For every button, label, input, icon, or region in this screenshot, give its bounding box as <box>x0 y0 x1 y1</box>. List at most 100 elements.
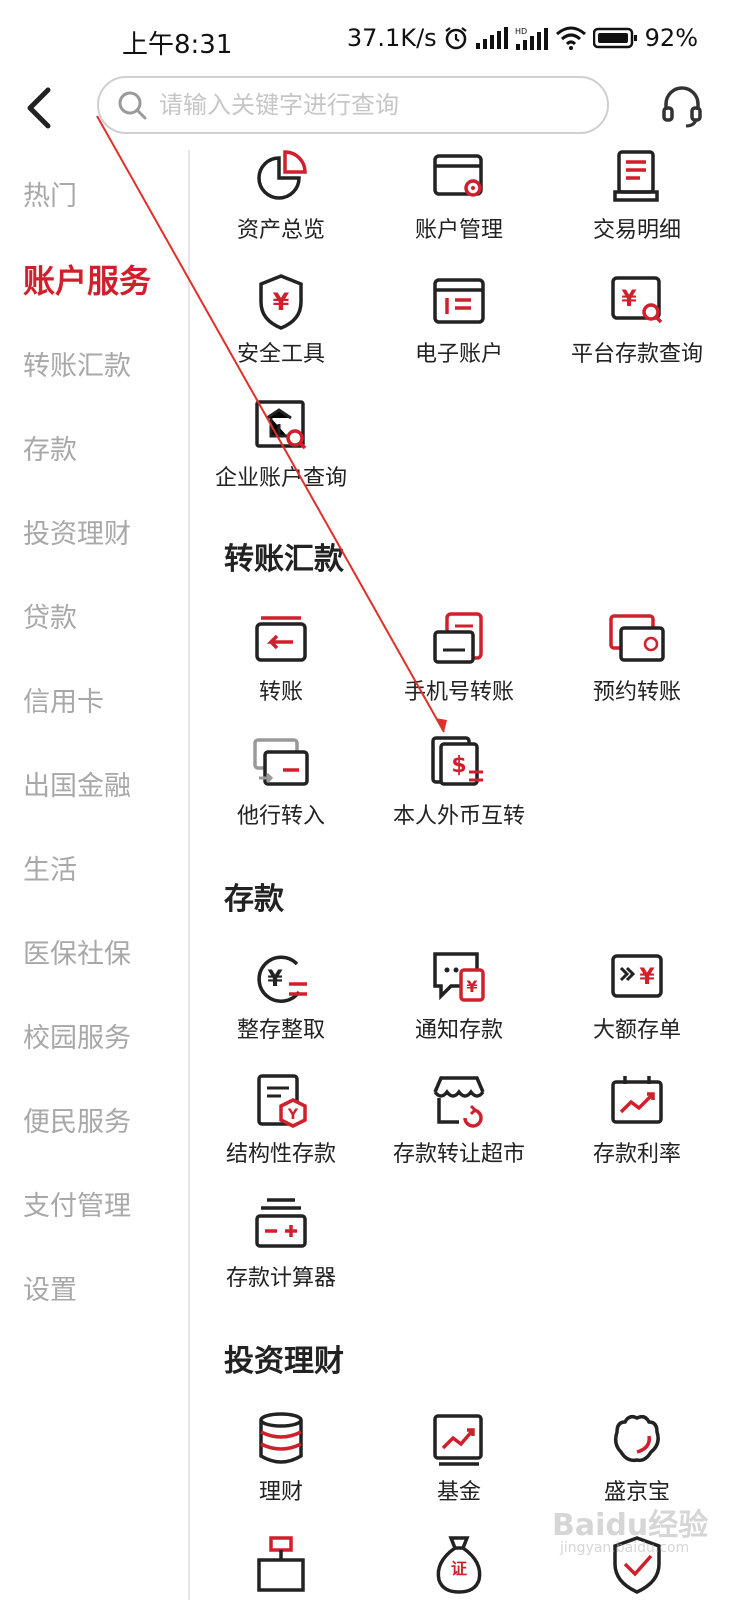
svg-text:证: 证 <box>451 1559 467 1578</box>
tile-fund[interactable]: 基金 <box>370 1410 548 1530</box>
scheduled-transfer-icon <box>609 614 665 662</box>
tile-deposit-calculator[interactable]: 存款计算器 <box>192 1196 370 1316</box>
tile-label: 交易明细 <box>592 218 681 243</box>
sidebar-item-account[interactable]: 账户服务 <box>23 262 152 300</box>
back-button[interactable] <box>20 82 60 130</box>
category-sidebar: 热门 账户服务 转账汇款 存款 投资理财 贷款 信用卡 出国金融 生活 医保社保… <box>0 150 190 1600</box>
search-input[interactable] <box>159 91 579 119</box>
transfer-icon <box>255 616 307 662</box>
tile-label: 存款利率 <box>592 1142 681 1167</box>
headset-icon <box>662 86 702 128</box>
enterprise-search-icon <box>255 400 307 450</box>
tile-scheduled-transfer[interactable]: 预约转账 <box>548 610 726 730</box>
tile-e-account[interactable]: 电子账户 <box>370 272 548 392</box>
svg-text:$: $ <box>451 753 466 778</box>
watermark-logo: Baidu经验 <box>552 1508 709 1543</box>
treasure-icon <box>613 1414 660 1463</box>
tile-label: 他行转入 <box>236 804 325 829</box>
tile-label: 本人外币互转 <box>392 804 525 829</box>
tile-label: 预约转账 <box>592 680 681 705</box>
section-title-deposit: 存款 <box>224 882 284 917</box>
tile-fx-self-transfer[interactable]: $ 本人外币互转 <box>370 734 548 854</box>
tile-label: 结构性存款 <box>225 1142 336 1167</box>
tile-transaction-details[interactable]: 交易明细 <box>548 148 726 268</box>
tile-partial-3[interactable] <box>548 1534 726 1600</box>
tile-label: 转账 <box>258 680 303 705</box>
watermark-url: jingyan.baidu.com <box>560 1540 690 1556</box>
wifi-icon <box>555 26 586 50</box>
sidebar-item-life[interactable]: 生活 <box>23 855 77 886</box>
shield-check-icon <box>613 1536 661 1594</box>
tile-label: 整存整取 <box>236 1018 325 1043</box>
sidebar-item-insurance[interactable]: 医保社保 <box>23 939 131 970</box>
search-bar[interactable] <box>97 76 609 134</box>
tile-fixed-deposit[interactable]: ¥ 整存整取 <box>192 948 370 1068</box>
receipt-icon <box>613 150 659 202</box>
tile-structured-deposit[interactable]: Y 结构性存款 <box>192 1072 370 1192</box>
sidebar-item-credit-card[interactable]: 信用卡 <box>23 687 104 718</box>
sidebar-item-deposit[interactable]: 存款 <box>23 435 77 466</box>
money-bag-icon: 证 <box>436 1536 482 1594</box>
tile-deposit-transfer-market[interactable]: 存款转让超市 <box>370 1072 548 1192</box>
tile-label: 企业账户查询 <box>214 466 347 491</box>
structured-deposit-icon: Y <box>257 1074 307 1128</box>
tile-partial-1[interactable] <box>192 1534 370 1600</box>
status-time: 上午8:31 <box>122 30 233 60</box>
sidebar-item-hot[interactable]: 热门 <box>23 181 77 212</box>
shield-yuan-icon: ¥ <box>259 274 303 330</box>
coins-stack-icon <box>259 1412 303 1464</box>
tile-label: 手机号转账 <box>403 680 514 705</box>
sidebar-item-transfer[interactable]: 转账汇款 <box>23 351 131 382</box>
svg-text:¥: ¥ <box>466 977 477 996</box>
sidebar-item-loan[interactable]: 贷款 <box>23 603 77 634</box>
tile-label: 盛京宝 <box>603 1480 670 1505</box>
card-gear-icon <box>433 154 483 197</box>
tile-deposit-rate[interactable]: 存款利率 <box>548 1072 726 1192</box>
top-bar <box>0 76 738 140</box>
sidebar-item-settings[interactable]: 设置 <box>23 1275 77 1306</box>
tile-asset-overview[interactable]: 资产总览 <box>192 148 370 268</box>
tile-label: 基金 <box>436 1480 481 1505</box>
alarm-icon <box>444 27 467 50</box>
fx-transfer-icon: $ <box>431 736 483 786</box>
sidebar-item-convenience[interactable]: 便民服务 <box>23 1107 131 1138</box>
tile-label: 平台存款查询 <box>570 342 703 367</box>
notice-deposit-icon: ¥ <box>433 952 485 1002</box>
fund-chart-icon <box>433 1414 483 1466</box>
tile-label: 账户管理 <box>414 218 503 243</box>
tile-enterprise-account-query[interactable]: 企业账户查询 <box>192 396 370 516</box>
customer-service-button[interactable] <box>660 84 704 128</box>
status-indicators: 37.1K/s HD 92% <box>347 24 698 52</box>
search-icon <box>118 91 147 120</box>
building-icon <box>257 1536 305 1592</box>
signal-icon <box>475 27 508 49</box>
tile-other-bank-transfer-in[interactable]: 他行转入 <box>192 734 370 854</box>
sidebar-item-overseas[interactable]: 出国金融 <box>23 771 131 802</box>
tile-shengjing-treasure[interactable]: 盛京宝 <box>548 1410 726 1530</box>
svg-text:¥: ¥ <box>267 967 283 992</box>
tile-account-management[interactable]: 账户管理 <box>370 148 548 268</box>
tile-security-tools[interactable]: ¥ 安全工具 <box>192 272 370 392</box>
network-speed: 37.1K/s <box>346 24 437 52</box>
tile-wealth-management[interactable]: 理财 <box>192 1410 370 1530</box>
tile-partial-2[interactable]: 证 <box>370 1534 548 1600</box>
tile-transfer[interactable]: 转账 <box>192 610 370 730</box>
sidebar-item-campus[interactable]: 校园服务 <box>23 1023 131 1054</box>
sidebar-item-invest[interactable]: 投资理财 <box>23 519 131 550</box>
battery-icon <box>592 27 637 49</box>
pie-chart-icon <box>257 150 307 200</box>
tile-phone-transfer[interactable]: 手机号转账 <box>370 610 548 730</box>
sidebar-item-payment[interactable]: 支付管理 <box>23 1191 131 1222</box>
battery-level: 92% <box>644 24 698 52</box>
tile-label: 资产总览 <box>236 218 325 243</box>
tile-large-cd[interactable]: ¥ 大额存单 <box>548 948 726 1068</box>
large-cd-icon: ¥ <box>611 954 663 998</box>
calculator-icon <box>255 1198 307 1248</box>
svg-text:¥: ¥ <box>621 287 637 312</box>
tile-label: 存款计算器 <box>225 1266 336 1291</box>
section-title-transfer: 转账汇款 <box>224 542 344 577</box>
tile-platform-deposit-query[interactable]: ¥ 平台存款查询 <box>548 272 726 392</box>
service-grid: 资产总览 账户管理 交易明细 ¥ 安全工具 电子账户 ¥ 平台存款查询 企业账户… <box>192 140 738 1600</box>
other-bank-icon <box>253 738 309 786</box>
tile-notice-deposit[interactable]: ¥ 通知存款 <box>370 948 548 1068</box>
